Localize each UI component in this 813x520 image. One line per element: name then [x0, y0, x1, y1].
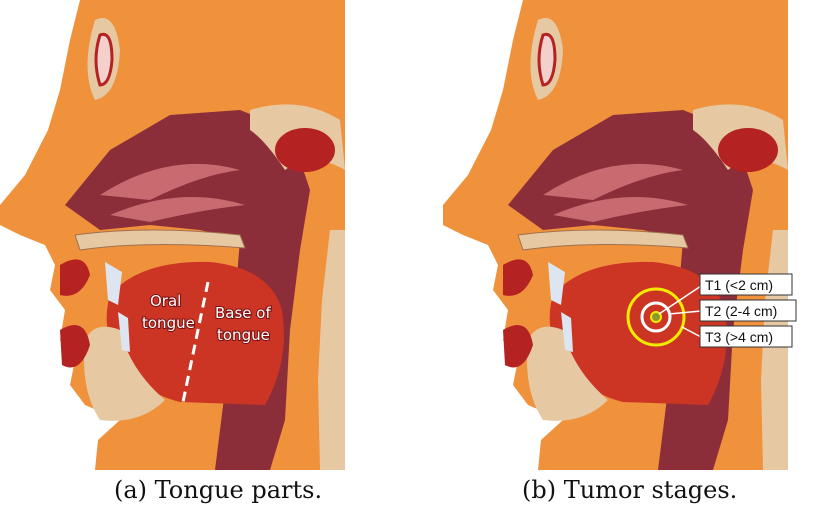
label-oral: Oral	[150, 292, 181, 310]
head-sagittal-illustration-b: T1 (<2 cm) T2 (2-4 cm) T3 (>4 cm)	[443, 0, 813, 470]
t1-label: T1 (<2 cm)	[705, 277, 773, 293]
caption-a: (a) Tongue parts.	[114, 476, 322, 504]
panel-tumor-stages: T1 (<2 cm) T2 (2-4 cm) T3 (>4 cm)	[443, 0, 813, 470]
sphenoid-sinus	[718, 128, 778, 172]
sphenoid-sinus	[275, 128, 335, 172]
label-base-of: Base of	[215, 304, 271, 322]
frontal-sinus	[539, 34, 555, 85]
label-base-tongue: tongue	[217, 326, 270, 344]
t2-label: T2 (2-4 cm)	[705, 303, 777, 319]
t3-label: T3 (>4 cm)	[705, 329, 773, 345]
caption-b: (b) Tumor stages.	[522, 476, 737, 504]
head-sagittal-illustration-a: Oral tongue Base of tongue	[0, 0, 370, 470]
label-oral-tongue: tongue	[142, 314, 195, 332]
panel-tongue-parts: Oral tongue Base of tongue	[0, 0, 370, 470]
frontal-sinus	[96, 34, 112, 85]
